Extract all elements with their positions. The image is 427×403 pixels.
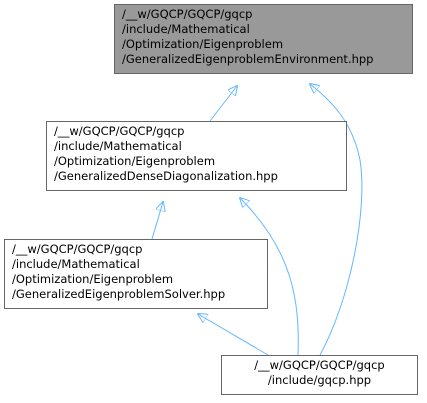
- node-generalized-eigenproblem-environment[interactable]: /__w/GQCP/GQCP/gqcp /include/Mathematica…: [114, 4, 413, 74]
- node-line: /Optimization/Eigenproblem: [54, 154, 216, 168]
- edge-solver-to-dense: [151, 202, 163, 240]
- node-gqcp-hpp[interactable]: /__w/GQCP/GQCP/gqcp /include/gqcp.hpp: [221, 355, 418, 395]
- node-line: /__w/GQCP/GQCP/gqcp: [122, 7, 253, 21]
- node-line: /GeneralizedDenseDiagonalization.hpp: [54, 169, 278, 183]
- edge-dense-to-environment: [209, 86, 237, 122]
- node-line: /GeneralizedEigenproblemSolver.hpp: [12, 287, 226, 301]
- node-line: /include/Mathematical: [122, 22, 250, 36]
- node-generalized-eigenproblem-solver[interactable]: /__w/GQCP/GQCP/gqcp /include/Mathematica…: [4, 239, 268, 309]
- edge-gqcp-to-dense: [240, 198, 299, 356]
- node-line: /include/Mathematical: [12, 257, 140, 271]
- edge-gqcp-to-environment: [310, 84, 363, 356]
- node-line: /GeneralizedEigenproblemEnvironment.hpp: [122, 52, 374, 66]
- edge-gqcp-to-solver: [198, 314, 269, 356]
- node-line: /include/Mathematical: [54, 139, 182, 153]
- node-generalized-dense-diagonalization[interactable]: /__w/GQCP/GQCP/gqcp /include/Mathematica…: [46, 121, 347, 191]
- node-line: /Optimization/Eigenproblem: [12, 272, 174, 286]
- node-line: /__w/GQCP/GQCP/gqcp: [54, 124, 185, 138]
- node-line: /__w/GQCP/GQCP/gqcp: [12, 242, 143, 256]
- node-line: /include/gqcp.hpp: [267, 373, 372, 387]
- node-line: /Optimization/Eigenproblem: [122, 37, 284, 51]
- node-line: /__w/GQCP/GQCP/gqcp: [254, 358, 385, 372]
